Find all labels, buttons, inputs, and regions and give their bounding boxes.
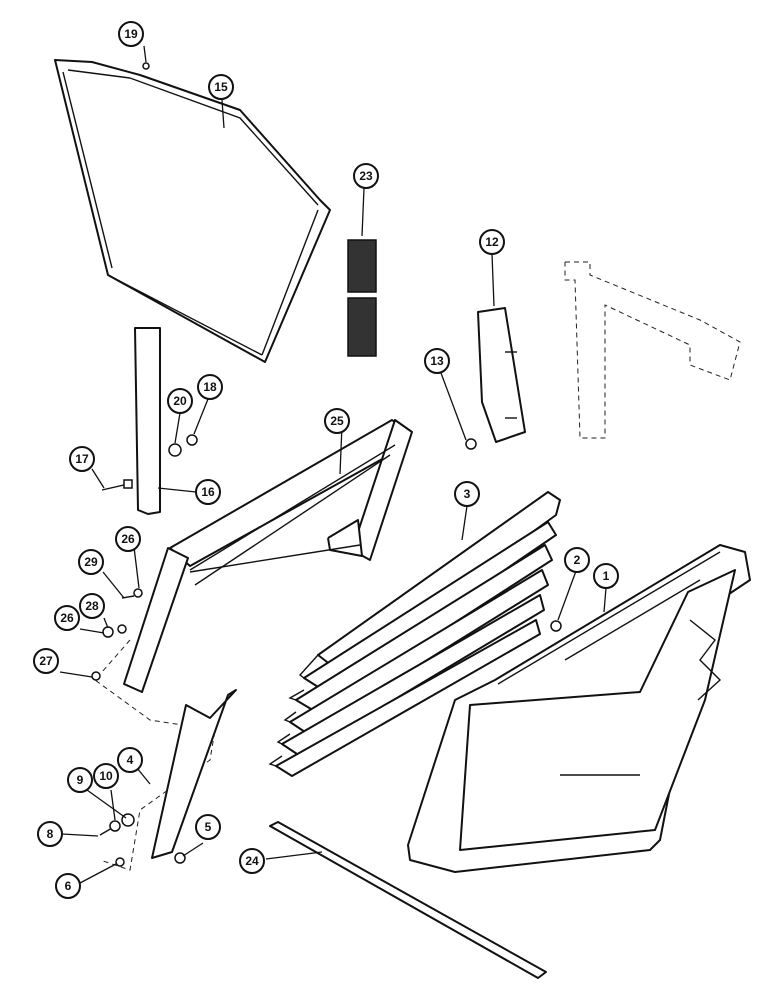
top-panel-part <box>54 59 331 363</box>
brace-frame-part <box>123 419 413 693</box>
svg-text:24: 24 <box>245 854 259 868</box>
callout-15: 15 <box>208 74 234 100</box>
callout-3: 3 <box>454 481 480 507</box>
callout-19: 19 <box>118 21 144 47</box>
callout-26-lower: 26 <box>54 605 80 631</box>
svg-text:17: 17 <box>75 452 89 466</box>
callout-25: 25 <box>324 408 350 434</box>
callout-6: 6 <box>55 873 81 899</box>
callout-5: 5 <box>195 814 221 840</box>
callout-20: 20 <box>167 388 193 414</box>
assembly-outline <box>94 639 216 871</box>
callout-4: 4 <box>117 747 143 773</box>
callout-2: 2 <box>564 547 590 573</box>
plate-part <box>477 307 526 443</box>
callout-26-upper: 26 <box>115 526 141 552</box>
svg-text:2: 2 <box>574 553 581 567</box>
callout-9: 9 <box>67 767 93 793</box>
svg-text:27: 27 <box>39 654 53 668</box>
svg-text:10: 10 <box>99 769 113 783</box>
louver-grille-part <box>268 491 561 777</box>
svg-text:26: 26 <box>60 611 74 625</box>
foam-seal-part <box>347 239 377 357</box>
svg-text:12: 12 <box>485 235 499 249</box>
svg-text:28: 28 <box>85 599 99 613</box>
svg-text:29: 29 <box>84 555 98 569</box>
callout-13: 13 <box>424 348 450 374</box>
callout-12: 12 <box>479 229 505 255</box>
svg-text:6: 6 <box>65 879 72 893</box>
svg-text:8: 8 <box>47 827 54 841</box>
callout-8: 8 <box>37 821 63 847</box>
callout-1: 1 <box>593 563 619 589</box>
svg-text:25: 25 <box>330 414 344 428</box>
svg-text:19: 19 <box>124 27 138 41</box>
svg-text:3: 3 <box>464 487 471 501</box>
svg-text:1: 1 <box>603 569 610 583</box>
svg-text:4: 4 <box>127 753 134 767</box>
svg-text:5: 5 <box>205 820 212 834</box>
svg-text:23: 23 <box>359 169 373 183</box>
callout-23: 23 <box>353 163 379 189</box>
svg-text:15: 15 <box>214 80 228 94</box>
svg-text:16: 16 <box>201 485 215 499</box>
svg-text:9: 9 <box>77 773 84 787</box>
svg-text:18: 18 <box>203 380 217 394</box>
svg-text:26: 26 <box>121 532 135 546</box>
callout-29: 29 <box>78 549 104 575</box>
grille-frame-part <box>407 544 751 873</box>
seal-strip-part <box>269 821 547 979</box>
hardware-parts <box>91 62 562 867</box>
callout-27: 27 <box>33 648 59 674</box>
svg-text:13: 13 <box>430 354 444 368</box>
callout-10: 10 <box>93 763 119 789</box>
callout-24: 24 <box>239 848 265 874</box>
support-bar-part <box>134 327 161 515</box>
callout-16: 16 <box>195 479 221 505</box>
callout-17: 17 <box>69 446 95 472</box>
frame-bracket-part <box>564 261 741 439</box>
callout-28: 28 <box>79 593 105 619</box>
svg-text:20: 20 <box>173 394 187 408</box>
lower-bracket-part <box>151 689 237 859</box>
callout-18: 18 <box>197 374 223 400</box>
leader-lines <box>59 45 607 884</box>
